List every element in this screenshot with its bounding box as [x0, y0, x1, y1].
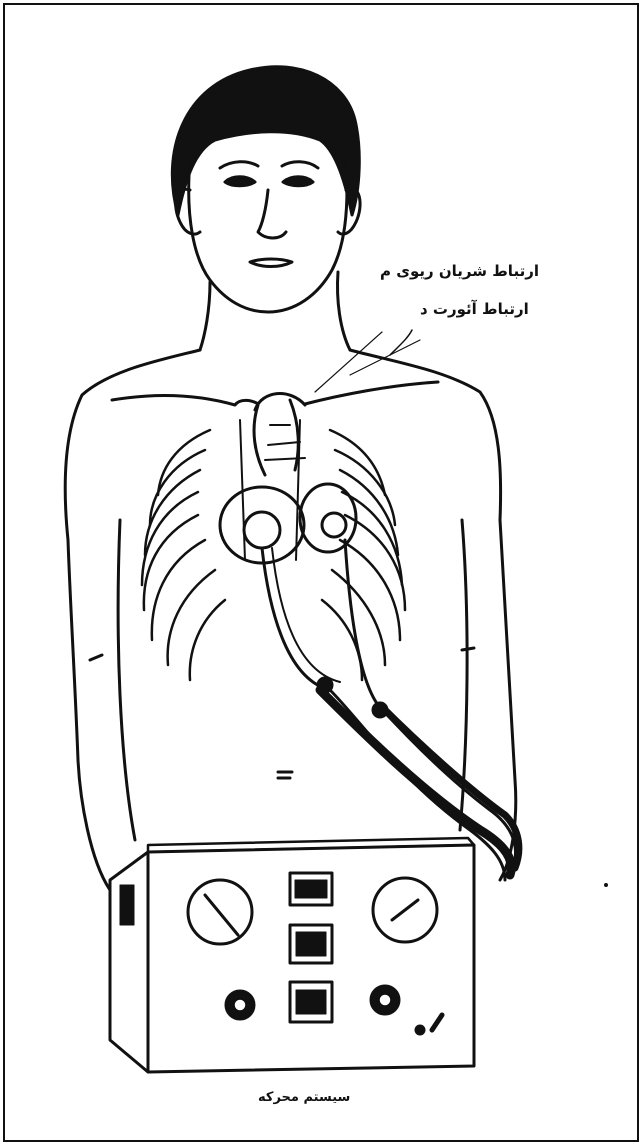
neck-right: [338, 272, 351, 350]
pulmonary-pointer: [315, 332, 382, 392]
left-arm: [68, 540, 110, 890]
aorta-connection-label: ارتباط آئورت د: [420, 300, 529, 318]
right-clavicle: [305, 382, 438, 404]
right-drive-tube: [345, 540, 516, 870]
neck-left: [200, 282, 210, 350]
nose: [258, 190, 286, 238]
tube-clamp-left: [318, 678, 332, 692]
right-eye: [283, 177, 313, 186]
chest-mark-right: [462, 648, 474, 650]
stray-dot: [604, 883, 608, 887]
hair: [172, 67, 359, 215]
aortic-arch: [255, 394, 305, 410]
left-connector: [244, 512, 280, 548]
left-shoulder: [65, 350, 200, 540]
drive-system-caption: سیستم محرکه: [258, 1090, 350, 1105]
pulmonary-connection-label: ارتباط شریان ریوی م: [380, 262, 539, 280]
aorta-pointer: [350, 340, 420, 375]
torso-left-side: [118, 520, 135, 840]
left-drive-tube-inner: [272, 548, 340, 682]
left-eye: [225, 177, 255, 186]
shoulder-line-right: [390, 330, 412, 355]
chest-mark-left: [90, 655, 102, 660]
left-clavicle: [112, 395, 258, 405]
mouth: [250, 259, 292, 267]
navel: [278, 772, 292, 778]
tube-clamp-right: [373, 703, 387, 717]
drive-console: [110, 838, 474, 1072]
great-vessels: [254, 400, 298, 475]
right-connector: [322, 513, 346, 537]
face-outline: [189, 150, 347, 312]
left-brow: [220, 162, 258, 168]
indicator-dot: [416, 1026, 424, 1034]
right-artificial-ventricle: [300, 484, 356, 552]
right-brow: [282, 162, 318, 168]
console-side-panel: [120, 885, 134, 925]
